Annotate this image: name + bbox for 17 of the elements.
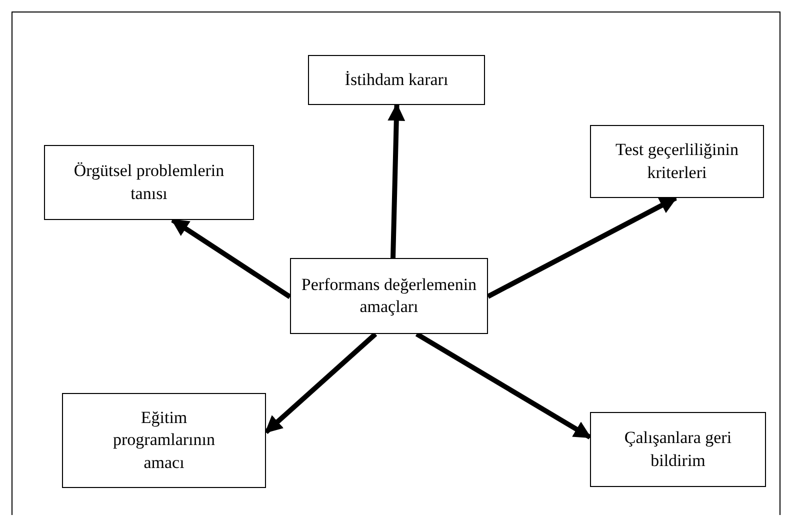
arrow (486, 196, 678, 299)
node-label: Test geçerliliğinin kriterleri (614, 139, 740, 184)
arrow (171, 218, 292, 299)
text-box (590, 412, 766, 487)
node-label: İstihdam kararı (344, 68, 448, 91)
arrow (415, 332, 592, 440)
node-label: Örgütsel problemlerin tanısı (72, 160, 226, 204)
node-label: Çalışanlara geri bildirim (623, 427, 733, 472)
text-box (62, 393, 266, 488)
text-box (590, 125, 764, 198)
text-box (308, 55, 485, 105)
node-label: Performans değerlemenin amaçları (300, 274, 478, 318)
arrow (264, 332, 378, 434)
node-label: Eğitim programlarının amacı (112, 407, 216, 474)
text-box (290, 258, 488, 334)
arrow (388, 103, 406, 258)
text-box (44, 145, 254, 220)
